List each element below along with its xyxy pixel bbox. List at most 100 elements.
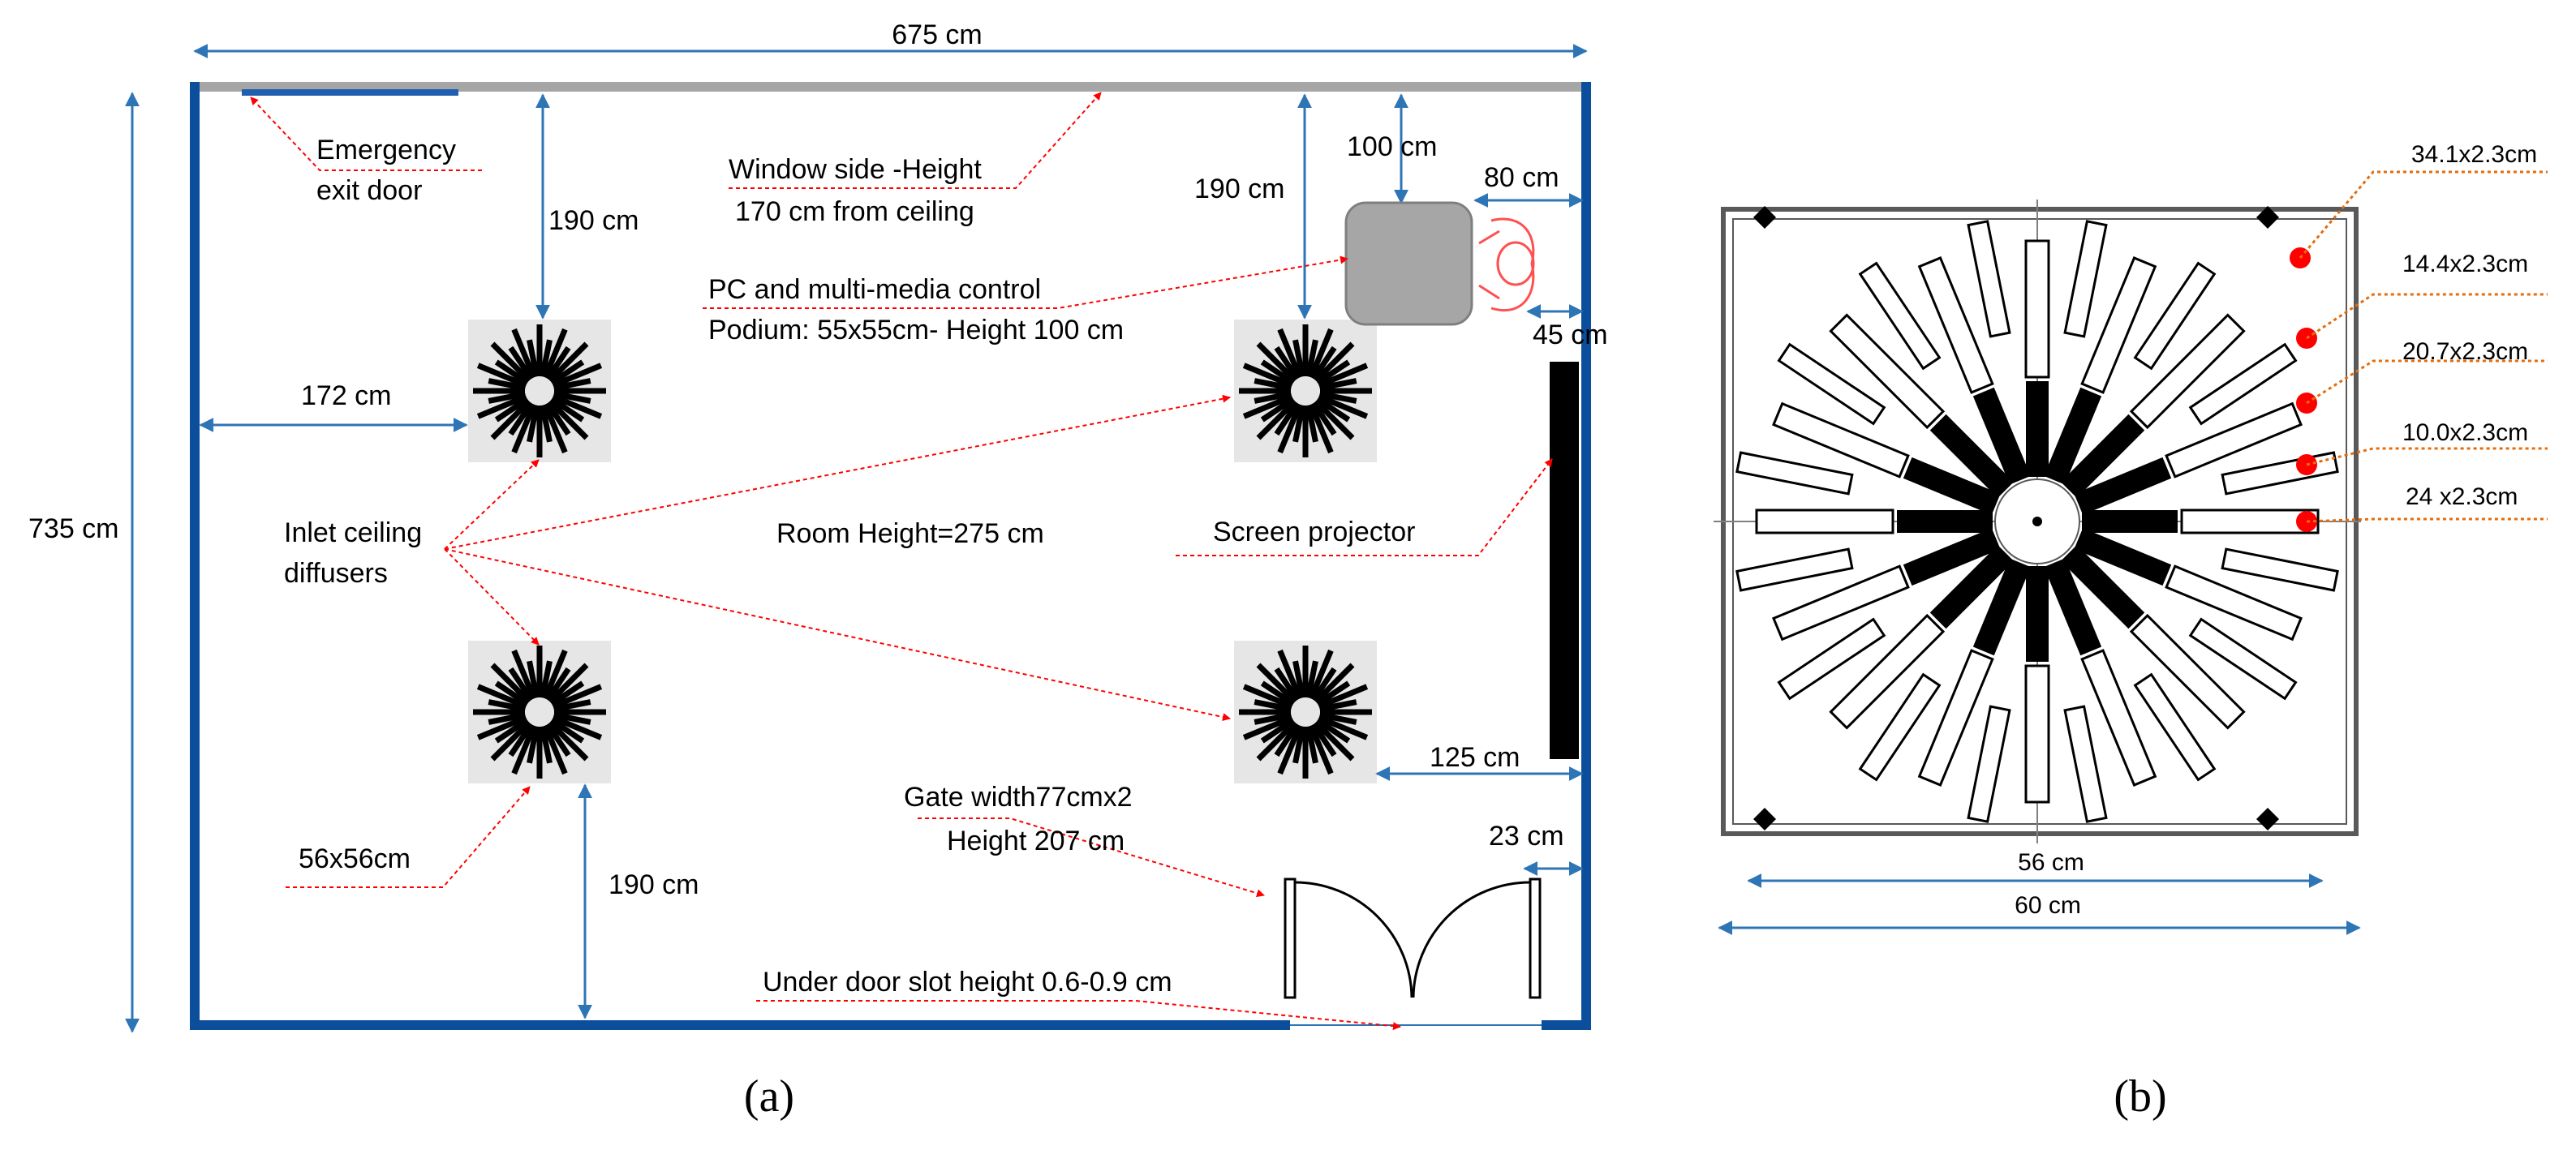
diffuser-slot <box>540 339 553 378</box>
slot-blade <box>1972 387 2031 485</box>
diffuser-center-point <box>2032 517 2042 526</box>
podium-label-line2: Podium: 55x55cm- Height 100 cm <box>708 315 1124 345</box>
slot-spoke-mid <box>1777 342 1886 426</box>
slot-mid <box>2188 342 2298 426</box>
diffuser-slot <box>476 393 527 419</box>
diffuser-slot <box>1254 699 1292 712</box>
diffuser-slot <box>553 712 591 725</box>
podium-label-line1: PC and multi-media control <box>708 274 1041 305</box>
slot-blade <box>2060 414 2145 499</box>
diffuser-slot <box>490 720 531 762</box>
diffuser-slot <box>1318 391 1357 404</box>
slot-blade <box>1903 528 2001 586</box>
slot-mid <box>1735 451 1854 496</box>
slot-callout-leaders <box>2299 170 2548 523</box>
slot-spoke-mid <box>2221 547 2339 592</box>
screen-label: Screen projector <box>1213 517 1415 547</box>
diffuser-slot <box>508 667 534 702</box>
slot-spoke <box>2082 508 2320 534</box>
slot-mid <box>2133 261 2217 371</box>
diffuser-slot <box>1260 718 1295 744</box>
diffuser-slot <box>1318 714 1369 740</box>
slot-mid <box>1777 617 1886 701</box>
slot-spoke <box>1917 558 2031 787</box>
diffuser-slot <box>1316 680 1351 706</box>
slot-blade <box>2060 544 2145 629</box>
slot-outer <box>1772 401 1910 478</box>
annotation-leaders <box>250 92 1553 1031</box>
slot-mid <box>2188 617 2298 701</box>
slot-outer <box>2180 508 2320 534</box>
inlet-label-line1: Inlet ceiling <box>284 517 422 548</box>
inlet-label-line2: diffusers <box>284 558 388 589</box>
diffuser-slot <box>1274 667 1300 702</box>
top-right-distance-label: 190 cm <box>1194 174 1285 204</box>
diffuser-slot <box>1314 341 1355 383</box>
podium-screen-label: 45 cm <box>1533 320 1608 350</box>
diffuser-slot <box>553 699 591 712</box>
diffuser-slot <box>488 712 527 725</box>
diffuser-slot <box>488 699 527 712</box>
slot-spoke-mid <box>2133 672 2217 782</box>
diffuser-size-label: 56x56cm <box>299 843 411 874</box>
slot-spoke-mid <box>1967 220 2011 338</box>
screw-icon <box>1753 808 1776 830</box>
slot-spoke-mid <box>2133 261 2217 371</box>
diffuser-slot <box>527 725 540 764</box>
panel-a-floor-plan: 675 cm 735 cm 190 cm 190 cm 100 cm 80 cm… <box>28 19 1608 1122</box>
diffuser-slot <box>1305 339 1318 378</box>
diffuser-slot <box>1256 399 1297 440</box>
slot-blade <box>1903 457 2001 515</box>
slot-spoke <box>1755 508 1993 534</box>
slot-mid <box>2133 672 2217 782</box>
diffuser-slot <box>542 724 568 775</box>
slot-outer <box>1917 649 1994 787</box>
diffuser-slot <box>511 649 537 700</box>
outer-width-label: 60 cm <box>2015 892 2081 919</box>
slot-outer <box>2080 256 2157 394</box>
panel-a-caption: (a) <box>744 1071 794 1122</box>
inner-width-label: 56 cm <box>2018 849 2084 876</box>
diffuser-slot <box>1311 667 1337 702</box>
diffuser-slot <box>550 397 585 423</box>
slot-mid <box>2063 705 2108 823</box>
slot-size-4: 10.0x2.3cm <box>2402 419 2528 446</box>
diffuser-slot <box>1242 684 1293 710</box>
slot-outer <box>2024 664 2050 804</box>
slot-outer <box>2080 649 2157 787</box>
window-label-line1: Window side -Height <box>729 154 982 185</box>
slot-spoke-mid <box>2063 705 2108 823</box>
door-slot-label: Under door slot height 0.6-0.9 cm <box>763 967 1172 998</box>
diffuser-slot <box>1260 359 1295 385</box>
slot-spoke <box>2074 401 2303 515</box>
diffuser-slot <box>550 718 585 744</box>
podium-window-label: 100 cm <box>1347 131 1438 162</box>
diffuser-slot <box>540 660 553 699</box>
diffuser-slot <box>1308 724 1334 775</box>
diffuser-slot <box>1292 339 1305 378</box>
diffuser-slot <box>545 667 571 702</box>
diffuser-slot <box>527 339 540 378</box>
diffuser-slot <box>494 718 529 744</box>
diffuser-slot <box>548 663 589 704</box>
slot-outer <box>2129 613 2246 730</box>
diffuser-slot <box>490 663 531 704</box>
diffuser-slot <box>552 714 603 740</box>
slot-spoke <box>2060 313 2246 499</box>
diffuser-slot <box>1308 328 1334 379</box>
diffuser-slot <box>1305 725 1318 764</box>
diffuser-slot <box>1311 345 1337 380</box>
diffuser-slot <box>1308 649 1334 700</box>
ceiling-diffuser-bottom-left <box>468 641 611 783</box>
slot-spoke <box>2074 528 2303 642</box>
room-height-label: Room Height=275 cm <box>776 518 1044 549</box>
slot-blade <box>2026 566 2049 662</box>
diffuser-slot <box>1318 684 1369 710</box>
slot-blade <box>1929 544 2015 629</box>
screw-icon <box>2256 808 2279 830</box>
left-wall-distance-label: 172 cm <box>301 380 392 411</box>
slot-mid <box>1777 342 1886 426</box>
diffuser-slot <box>545 723 571 757</box>
screw-icon <box>2256 206 2279 229</box>
slot-mid <box>1735 547 1854 592</box>
